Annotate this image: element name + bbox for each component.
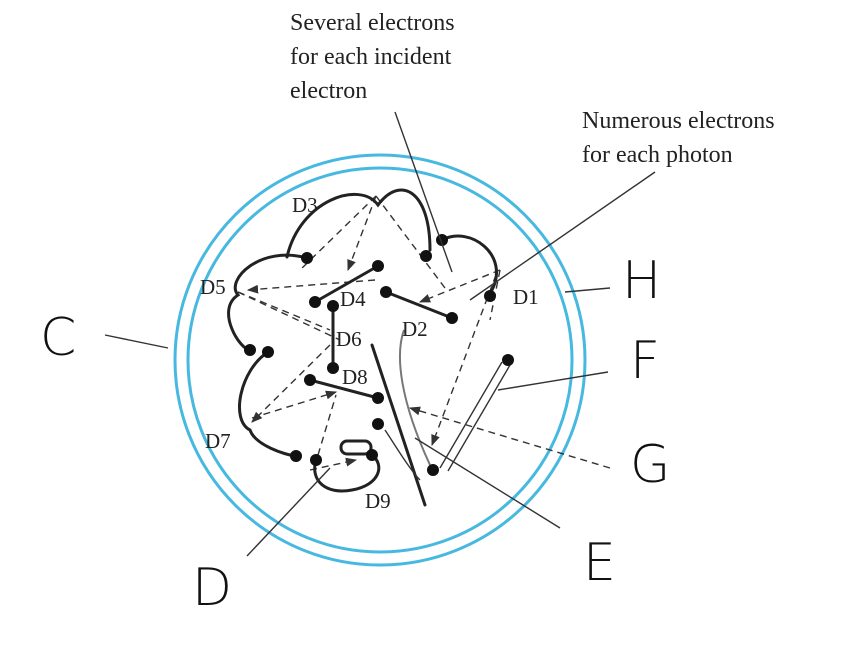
- dot-20: [366, 449, 378, 461]
- dot-1: [420, 250, 432, 262]
- dynode-d5-arc: [227, 253, 309, 352]
- dot-19: [427, 464, 439, 476]
- label-d2: D2: [402, 317, 428, 341]
- dot-10: [327, 362, 339, 374]
- dynode-d1-arc: [440, 234, 498, 292]
- dynode-d4-plate: [313, 264, 380, 304]
- leader-E: [414, 437, 561, 529]
- leader-several: [394, 111, 453, 273]
- dynode-d7-arc: [238, 350, 298, 458]
- hand-label-F: F: [630, 331, 660, 391]
- dot-11: [244, 344, 256, 356]
- leader-H: [564, 287, 611, 293]
- path-d5-center: [237, 291, 331, 331]
- path-d4-d5: [246, 279, 376, 294]
- hand-label-G: G: [630, 435, 670, 495]
- caption-numerous: Numerous electrons for each photon: [582, 108, 781, 168]
- dynode-d2-plate: [384, 290, 454, 320]
- path-d3-d2: [375, 195, 446, 289]
- path-d1-d2: [418, 269, 501, 303]
- hand-label-C: C: [40, 308, 76, 368]
- dot-4: [301, 252, 313, 264]
- hand-label-D: D: [192, 558, 232, 618]
- label-d3: D3: [292, 193, 318, 217]
- caption-numerous-line-2: for each photon: [582, 142, 733, 168]
- label-d5: D5: [200, 275, 226, 299]
- path-d7-up: [317, 394, 337, 456]
- path-d6-d7: [251, 344, 331, 423]
- incident-photon-path: [408, 406, 611, 469]
- cathode-line-b: [447, 364, 511, 472]
- leader-numerous: [469, 171, 656, 301]
- terminal-dots: [244, 234, 514, 476]
- dot-12: [262, 346, 274, 358]
- dot-8: [446, 312, 458, 324]
- label-d4: D4: [340, 287, 366, 311]
- dot-18: [502, 354, 514, 366]
- label-d9: D9: [365, 489, 391, 513]
- leader-C: [104, 334, 169, 349]
- caption-several-line-1: Several electrons: [290, 10, 455, 36]
- path-d8-d9: [309, 457, 358, 471]
- label-d8: D8: [342, 365, 368, 389]
- dot-3: [484, 290, 496, 302]
- outer-envelope-ring: [173, 153, 587, 567]
- path-d5-d6: [237, 291, 341, 341]
- dynode-electrodes: [227, 188, 511, 507]
- dot-5: [372, 260, 384, 272]
- focus-wire: [384, 429, 421, 481]
- dot-15: [372, 418, 384, 430]
- collector-pill: [339, 439, 373, 456]
- dot-17: [310, 454, 322, 466]
- grid-wire: [399, 329, 431, 466]
- caption-numerous-line-1: Numerous electrons: [582, 108, 775, 134]
- dynode-d9-loop: [313, 453, 381, 493]
- leader-F: [497, 371, 609, 391]
- caption-several-line-2: for each incident: [290, 44, 452, 70]
- leader-D: [246, 467, 331, 557]
- dot-16: [290, 450, 302, 462]
- caption-several-line-3: electron: [290, 78, 367, 104]
- dynode-d8-plate: [308, 378, 380, 400]
- dot-6: [309, 296, 321, 308]
- path-d1-d6: [431, 274, 497, 447]
- dynode-d3-arc: [285, 188, 432, 259]
- cathode-line-a: [439, 361, 503, 469]
- label-d1: D1: [513, 285, 539, 309]
- anode-plate: [370, 343, 427, 507]
- label-d7: D7: [205, 429, 231, 453]
- dot-7: [380, 286, 392, 298]
- hand-label-E: E: [583, 533, 616, 593]
- path-d3-d4: [347, 195, 377, 272]
- dot-9: [327, 300, 339, 312]
- dot-14: [372, 392, 384, 404]
- path-d7-d8: [251, 390, 338, 419]
- label-d6: D6: [336, 327, 362, 351]
- inner-envelope-ring: [186, 166, 574, 554]
- leader-lines: [104, 111, 656, 557]
- caption-several: Several electrons for each incident elec…: [290, 10, 461, 104]
- hand-label-H: H: [622, 251, 661, 311]
- dot-13: [304, 374, 316, 386]
